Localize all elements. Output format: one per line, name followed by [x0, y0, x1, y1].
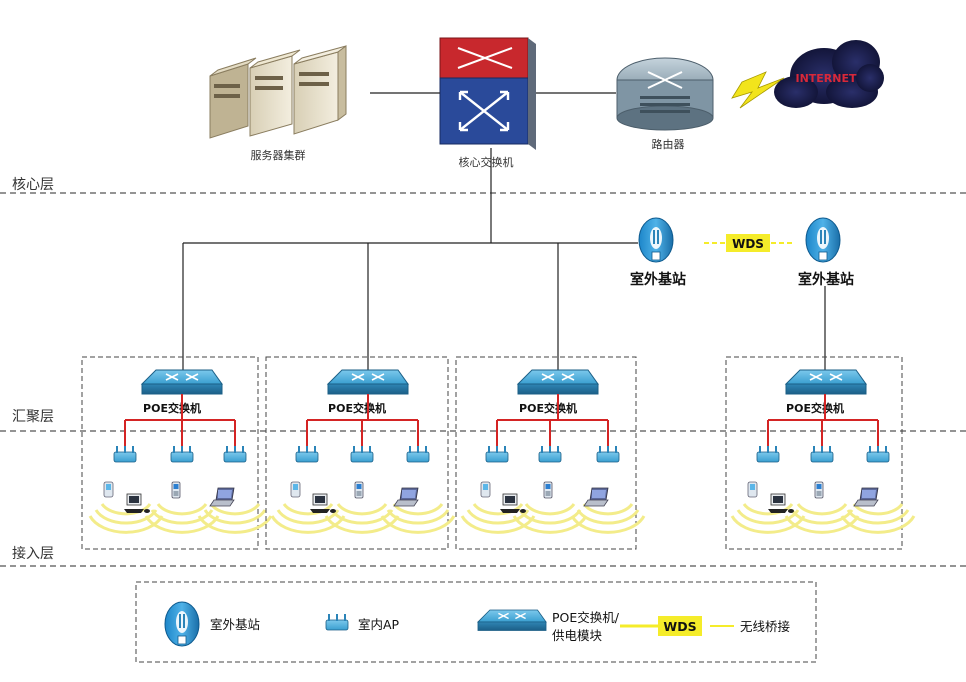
poe-switch-icon	[327, 369, 409, 395]
router-label: 路由器	[652, 137, 685, 151]
outdoor-station-right-label: 室外基站	[798, 271, 854, 288]
poe-switch-label: POE交换机	[143, 401, 201, 415]
signal-arcs	[730, 502, 806, 534]
signal-arcs	[460, 502, 536, 534]
indoor-ap-icon	[406, 445, 430, 463]
poe-links	[306, 394, 419, 446]
server-icon	[293, 45, 347, 135]
legend-indoor-ap-label: 室内AP	[358, 617, 400, 632]
poe-switch-icon	[785, 369, 867, 395]
outdoor-station-icon	[805, 217, 841, 263]
handheld-icon	[543, 481, 553, 499]
server-icon	[249, 49, 301, 137]
poe-links	[767, 394, 879, 446]
router-icon	[616, 57, 714, 131]
indoor-ap-icon	[170, 445, 194, 463]
poe-switch-label: POE交换机	[519, 401, 577, 415]
wds-badge	[726, 234, 770, 252]
access-cluster-1: POE交换机	[81, 356, 273, 550]
poe-links	[124, 394, 236, 446]
signal-arcs	[784, 502, 860, 534]
indoor-ap-icon	[538, 445, 562, 463]
legend: 室外基站 室内AP POE交换机/ 供电模块 WDS 无线桥接	[135, 581, 817, 663]
legend-poe-label-line1: POE交换机/	[552, 610, 620, 625]
indoor-ap-icon	[350, 445, 374, 463]
phone-icon	[747, 481, 758, 498]
core-switch-icon	[439, 37, 536, 150]
access-cluster-2: POE交换机	[265, 356, 456, 550]
server-cluster-label: 服务器集群	[251, 148, 306, 162]
poe-switch-label: POE交换机	[786, 401, 844, 415]
signal-arcs	[270, 502, 346, 534]
poe-switch-icon	[141, 369, 223, 395]
desktop-icon	[499, 493, 527, 514]
outdoor-station-left	[638, 217, 674, 263]
signal-arcs	[144, 502, 220, 534]
cluster-frame	[81, 356, 259, 550]
signal-arcs	[88, 502, 164, 534]
indoor-ap-icon	[810, 445, 834, 463]
desktop-icon	[767, 493, 795, 514]
distribution-links	[182, 148, 826, 370]
poe-switch-icon	[477, 609, 547, 632]
legend-poe-label-line2: 供电模块	[552, 628, 603, 643]
outdoor-station-left-label: 室外基站	[630, 271, 686, 288]
access-cluster-4: POE交换机	[725, 356, 916, 550]
handheld-icon	[171, 481, 181, 499]
indoor-ap-icon	[866, 445, 890, 463]
outdoor-station-icon	[164, 601, 200, 647]
outdoor-station-right	[805, 217, 841, 263]
legend-outdoor-station-label: 室外基站	[210, 617, 260, 632]
signal-arcs	[512, 502, 588, 534]
indoor-ap-icon	[756, 445, 780, 463]
internet-label: INTERNET	[795, 72, 857, 85]
poe-links	[496, 394, 609, 446]
phone-icon	[103, 481, 114, 498]
laptop-icon	[393, 487, 419, 507]
signal-arcs	[840, 502, 916, 534]
signal-arcs	[380, 502, 456, 534]
indoor-ap-icon	[295, 445, 319, 463]
internet-cloud-icon	[774, 40, 884, 108]
legend-wireless-bridge-label: 无线桥接	[740, 619, 791, 634]
laptop-icon	[209, 487, 235, 507]
desktop-icon	[123, 493, 151, 514]
server-icon	[209, 57, 257, 139]
indoor-ap-icon	[325, 613, 349, 631]
signal-arcs	[570, 502, 646, 534]
indoor-ap-icon	[485, 445, 509, 463]
phone-icon	[290, 481, 301, 498]
outdoor-station-icon	[638, 217, 674, 263]
indoor-ap-icon	[223, 445, 247, 463]
access-layer-label: 接入层	[12, 545, 54, 562]
poe-switch-icon	[517, 369, 599, 395]
laptop-icon	[583, 487, 609, 507]
wds-label: WDS	[732, 237, 764, 251]
cluster-frame	[455, 356, 637, 550]
lightning-icon	[731, 71, 785, 109]
signal-arcs	[324, 502, 400, 534]
laptop-icon	[853, 487, 879, 507]
handheld-icon	[354, 481, 364, 499]
legend-wds-label: WDS	[663, 619, 696, 634]
core-switch-label: 核心交换机	[459, 155, 514, 169]
signal-arcs	[197, 502, 273, 534]
indoor-ap-icon	[113, 445, 137, 463]
cluster-frame	[265, 356, 449, 550]
access-cluster-3: POE交换机	[455, 356, 646, 550]
server-cluster	[209, 45, 347, 139]
aggregation-layer-label: 汇聚层	[12, 409, 54, 425]
cluster-frame	[725, 356, 903, 550]
core-layer-label: 核心层	[12, 177, 54, 193]
desktop-icon	[309, 493, 337, 514]
poe-switch-label: POE交换机	[328, 401, 386, 415]
legend-wds-badge	[658, 616, 702, 636]
indoor-ap-icon	[596, 445, 620, 463]
handheld-icon	[814, 481, 824, 499]
legend-frame	[135, 581, 817, 663]
phone-icon	[480, 481, 491, 498]
